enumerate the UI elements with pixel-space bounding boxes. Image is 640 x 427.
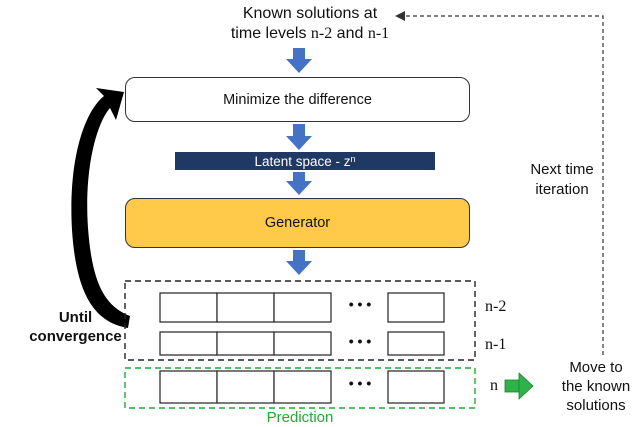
- known-solutions-line2: time levels n-2 and n-1: [170, 24, 450, 44]
- move-to-text: Move to: [569, 359, 623, 376]
- next-time-text: Next time: [530, 161, 594, 178]
- the-known-text: the known: [561, 378, 631, 395]
- row-n-2-cells: [159, 292, 445, 323]
- arrow-down-1: [286, 48, 312, 73]
- move-to-known-label: Move to the known solutions: [548, 358, 640, 415]
- arrow-down-3: [286, 172, 312, 195]
- level-n-2: n-2: [310, 25, 333, 42]
- known-solutions-title: Known solutions at time levels n-2 and n…: [170, 4, 450, 44]
- and-text: and: [332, 25, 368, 42]
- next-iteration-arrowhead: [395, 11, 405, 21]
- row-label-n-2: n-2: [485, 298, 507, 315]
- row-label-n-1: n-1: [485, 336, 507, 353]
- prediction-box: [124, 367, 476, 409]
- convergence-text: convergence: [29, 328, 122, 345]
- known-solutions-box: [124, 280, 476, 361]
- latent-space-superscript: n: [350, 154, 356, 164]
- solutions-text: solutions: [566, 397, 626, 414]
- until-convergence-label: Until convergence: [8, 308, 143, 346]
- row-n-ellipsis: • • •: [348, 375, 372, 391]
- row-n-cells: [159, 370, 445, 404]
- row-n-1-cells: [159, 331, 445, 356]
- latent-space-label: Latent space - z: [254, 153, 351, 169]
- arrow-down-4: [286, 250, 312, 275]
- arrow-down-2: [286, 124, 312, 150]
- generator-label: Generator: [264, 215, 331, 231]
- level-n-1: n-1: [367, 25, 390, 42]
- convergence-curved-arrow: [71, 88, 130, 328]
- prediction-label: Prediction: [266, 409, 334, 426]
- row-n-1-ellipsis: • • •: [348, 333, 372, 349]
- move-arrow-green: [504, 372, 534, 400]
- minimize-difference-box: Minimize the difference: [125, 77, 470, 122]
- minimize-difference-label: Minimize the difference: [223, 91, 372, 108]
- iteration-text: iteration: [535, 181, 589, 198]
- generator-box: Generator: [125, 198, 470, 248]
- row-label-n: n: [490, 377, 498, 394]
- row-n-2-ellipsis: • • •: [348, 296, 372, 312]
- next-time-iteration-label: Next time iteration: [522, 160, 602, 200]
- known-solutions-line1: Known solutions at: [242, 5, 378, 22]
- until-text: Until: [58, 309, 93, 326]
- next-iteration-dashed-line: [405, 15, 604, 355]
- time-levels-text: time levels: [230, 25, 311, 42]
